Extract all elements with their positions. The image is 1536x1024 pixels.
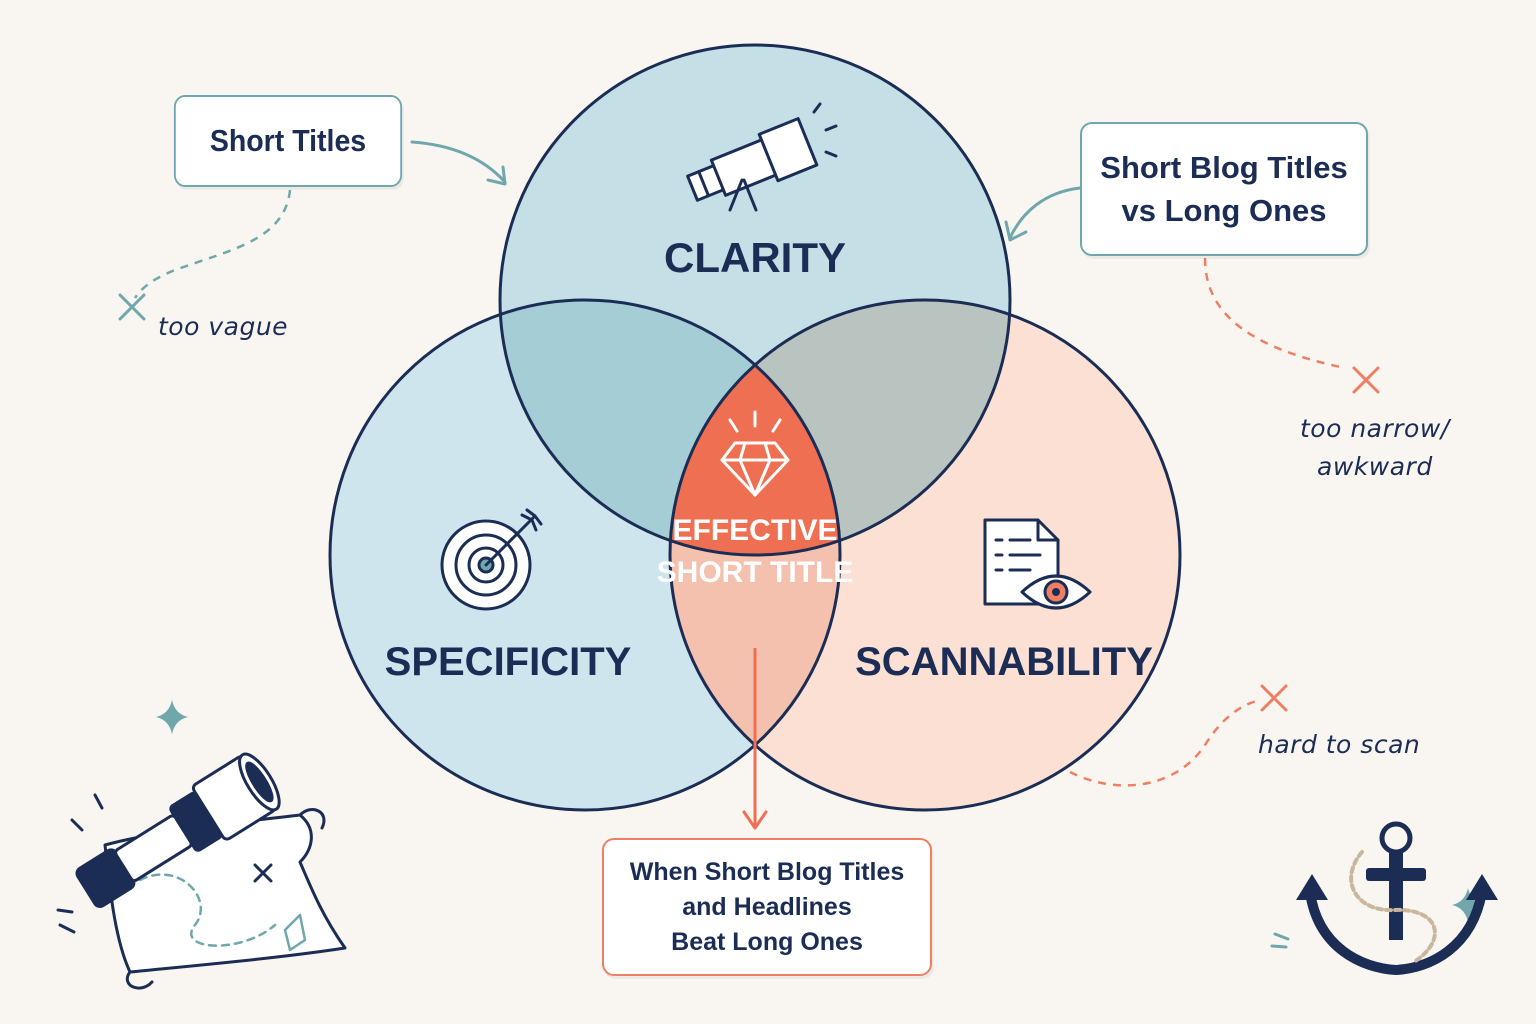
vague-x-icon	[118, 293, 146, 321]
too-narrow-line2: awkward	[1317, 452, 1433, 481]
comparison-callout: Short Blog Titles vs Long Ones	[1080, 122, 1368, 256]
sparkle-icon	[1452, 888, 1484, 922]
diamond-icon	[720, 410, 790, 497]
short-titles-text: Short Titles	[209, 123, 367, 158]
result-line1: When Short Blog Titles	[629, 857, 905, 886]
narrow-x-icon	[1352, 366, 1380, 394]
sparkle-icon	[156, 700, 188, 734]
short-titles-callout: Short Titles	[173, 95, 403, 187]
result-line3: Beat Long Ones	[671, 927, 863, 956]
comparison-arrow	[1008, 186, 1082, 240]
document-eye-icon	[983, 518, 1092, 610]
narrow-connector	[1203, 257, 1346, 370]
comparison-line1: Short Blog Titles	[1100, 150, 1348, 185]
result-callout: When Short Blog Titles and Headlines Bea…	[602, 838, 932, 976]
center-label-line1: EFFECTIVE	[672, 514, 837, 547]
vague-connector	[133, 189, 292, 299]
telescope-icon	[686, 102, 838, 212]
short-titles-arrow	[410, 140, 507, 184]
too-vague-note: too vague	[158, 312, 289, 341]
comparison-line2: vs Long Ones	[1121, 193, 1327, 228]
scannability-label: SCANNABILITY	[855, 640, 1153, 684]
hard-to-scan-note: hard to scan	[1258, 730, 1421, 759]
too-narrow-note: too narrow/ awkward	[1300, 410, 1450, 486]
center-label-line2: SHORT TITLE	[657, 556, 854, 589]
target-icon	[440, 508, 543, 611]
anchor-icon	[1270, 821, 1498, 975]
result-line2: and Headlines	[682, 892, 852, 921]
specificity-label: SPECIFICITY	[385, 640, 632, 684]
too-narrow-line1: too narrow/	[1300, 414, 1450, 443]
scan-connector	[1069, 698, 1261, 787]
spyglass-map-icon	[56, 752, 347, 990]
clarity-label: CLARITY	[664, 234, 846, 281]
scan-x-icon	[1260, 684, 1288, 712]
center-overlap	[670, 300, 840, 555]
